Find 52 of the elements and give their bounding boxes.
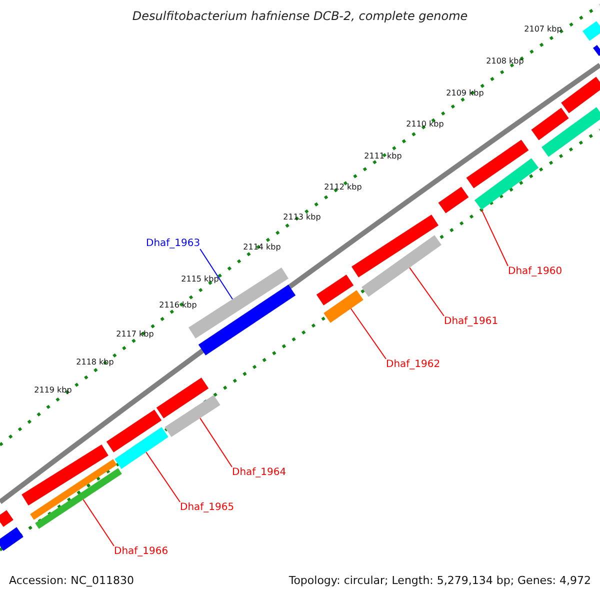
gene-label: Dhaf_1963	[146, 238, 200, 249]
gene-bar	[352, 214, 438, 278]
leader-line	[200, 248, 233, 300]
gene-bar	[466, 140, 529, 188]
scale-label: 2117 kbp	[116, 330, 154, 340]
scale-label: 2110 kbp	[406, 120, 444, 130]
gene-bar	[164, 395, 220, 437]
gene-bar	[114, 427, 168, 469]
gene-label: Dhaf_1966	[114, 546, 168, 557]
footer-note: Topology: circular; Length: 5,279,134 bp; Genes: 4,972	[288, 575, 591, 588]
scale-label: 2118 kbp	[76, 358, 114, 368]
gene-label: Dhaf_1964	[232, 467, 286, 478]
leader-line	[146, 452, 180, 502]
gene-bar	[0, 510, 14, 527]
gene-bar	[316, 274, 354, 306]
gene-label: Dhaf_1961	[444, 316, 498, 327]
scale-label: 2108 kbp	[486, 58, 524, 66]
gene-bar	[106, 410, 162, 452]
gene-label: Dhaf_1960	[508, 266, 562, 277]
scale-label: 2107 kbp	[524, 26, 562, 34]
gene-bar	[531, 108, 569, 140]
scale-label: 2112 kbp	[324, 184, 362, 192]
scale-label: 2116 kbp	[159, 302, 197, 310]
leader-line	[350, 308, 386, 360]
scale-label: 2115 kbp	[181, 276, 219, 284]
gene-bar	[35, 468, 122, 529]
gene-bar	[324, 290, 364, 323]
scale-label: 2114 kbp	[243, 244, 281, 252]
gene-bar	[362, 235, 442, 297]
gene-bar	[156, 378, 209, 418]
gene-bar	[22, 444, 108, 506]
leader-line	[481, 209, 508, 266]
scale-label: 2111 kbp	[364, 152, 402, 162]
scale-label: 2119 kbp	[34, 386, 72, 396]
gene-bar	[474, 158, 539, 210]
leader-line	[82, 499, 114, 546]
scale-label: 2113 kbp	[283, 214, 321, 222]
gene-label: Dhaf_1962	[386, 359, 440, 370]
leader-line	[409, 267, 444, 316]
footer-note: Accession: NC_011830	[9, 575, 134, 588]
gene-bar	[542, 107, 600, 157]
scale-label: 2109 kbp	[446, 90, 484, 98]
gene-bar	[582, 21, 600, 41]
gene-bar	[438, 186, 469, 214]
gene-bar	[0, 527, 24, 551]
gene-bar	[198, 284, 296, 356]
title: Desulfitobacterium hafniense DCB-2, complete genome	[132, 10, 468, 24]
gene-bar	[593, 45, 600, 56]
gene-bar	[561, 76, 600, 114]
gene-label: Dhaf_1965	[180, 502, 234, 513]
gene-bar	[30, 459, 117, 520]
leader-line	[200, 418, 232, 468]
